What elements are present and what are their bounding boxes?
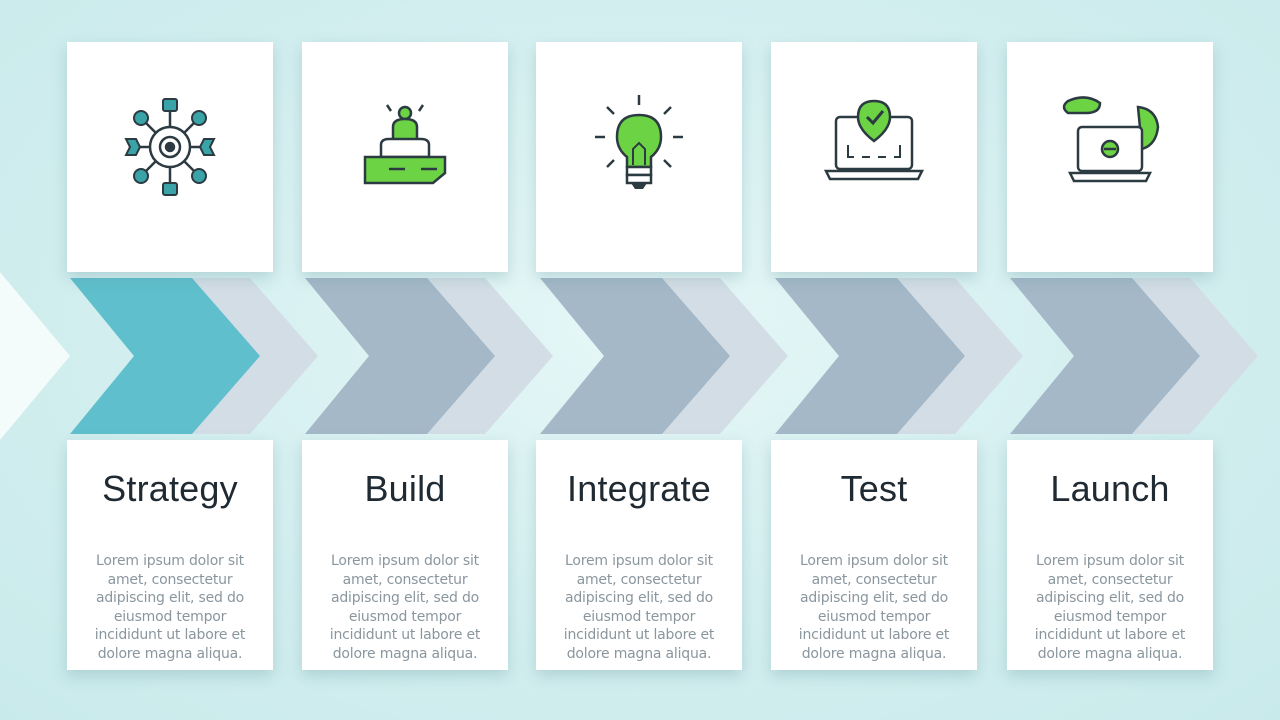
step-card-strategy: Strategy Lorem ipsum dolor sit amet, con… [67, 440, 273, 670]
step-description: Lorem ipsum dolor sit amet, consectetur … [94, 553, 246, 662]
gear-network-icon [124, 98, 216, 196]
step-card-build: Build Lorem ipsum dolor sit amet, consec… [302, 440, 508, 670]
step-card-test: Test Lorem ipsum dolor sit amet, consect… [771, 440, 977, 670]
step-title: Launch [1050, 468, 1170, 509]
chevron-back-1 [190, 278, 318, 434]
step-title: Strategy [102, 468, 238, 509]
step-title: Test [840, 468, 908, 509]
step-title: Integrate [567, 468, 711, 509]
step-title: Build [364, 468, 446, 509]
icon-card-build [302, 42, 508, 272]
worker-desk-icon [363, 104, 447, 185]
chevron-test [775, 278, 965, 434]
icon-card-launch [1007, 42, 1213, 272]
chevron-back-2 [425, 278, 553, 434]
lightbulb-icon [595, 95, 683, 189]
step-description: Lorem ipsum dolor sit amet, consectetur … [329, 553, 481, 662]
chevron-back-3 [660, 278, 788, 434]
chevron-back-5 [1130, 278, 1258, 434]
chevron-back-4 [895, 278, 1023, 434]
laptop-check-icon [823, 99, 925, 181]
laptop-launch-icon [1062, 96, 1160, 183]
chevron-build [305, 278, 495, 434]
icon-card-test [771, 42, 977, 272]
step-description: Lorem ipsum dolor sit amet, consectetur … [1034, 553, 1186, 662]
icon-card-integrate [536, 42, 742, 272]
lead-chevron [0, 272, 70, 440]
chevron-integrate [540, 278, 730, 434]
step-description: Lorem ipsum dolor sit amet, consectetur … [563, 553, 715, 662]
chevron-strategy [70, 278, 260, 434]
icon-card-strategy [67, 42, 273, 272]
chevron-launch [1010, 278, 1200, 434]
step-card-integrate: Integrate Lorem ipsum dolor sit amet, co… [536, 440, 742, 670]
step-description: Lorem ipsum dolor sit amet, consectetur … [798, 553, 950, 662]
step-card-launch: Launch Lorem ipsum dolor sit amet, conse… [1007, 440, 1213, 670]
